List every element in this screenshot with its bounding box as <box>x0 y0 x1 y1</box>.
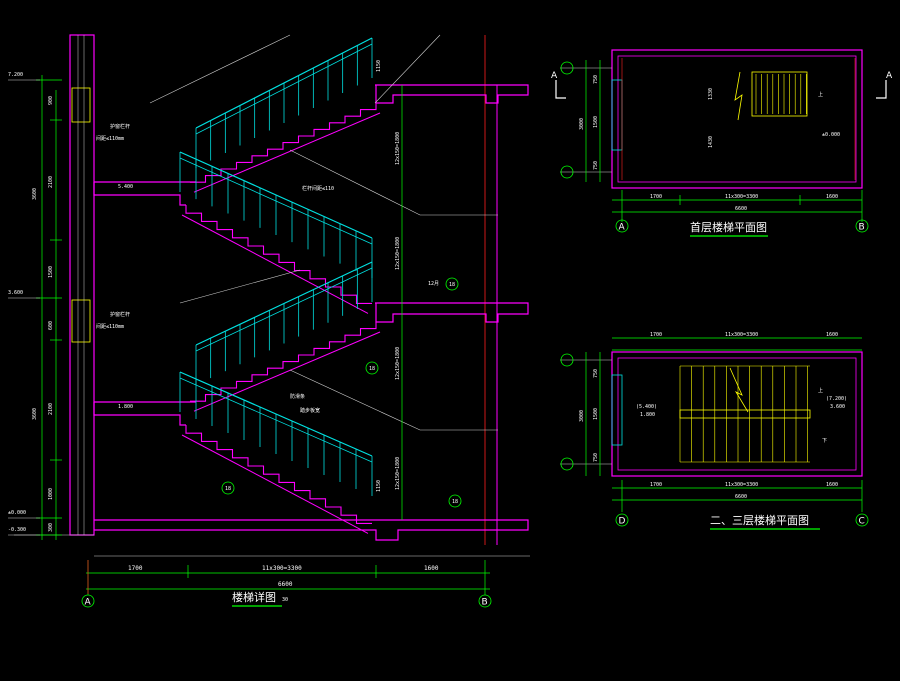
up-dim-bottom-total: 6600 <box>735 494 747 500</box>
gp-axis-b-bubble <box>855 219 869 233</box>
up-dim-bottom-1600: 1600 <box>826 482 838 488</box>
note-guard-rail-2: 护窗栏杆 <box>110 311 130 318</box>
gp-inner-dim-1330: 1330 <box>708 88 714 100</box>
note-spacing-1: 间距≤110mm <box>96 135 124 142</box>
flight-dim-2: 12x150=1800 <box>395 237 401 270</box>
note-tread: 踏步板宽 <box>300 407 320 414</box>
note-anti-slip: 防滑条 <box>290 393 305 400</box>
upper-plan-title: 二、三层楼梯平面图 <box>710 513 809 527</box>
up-dim-top-1600: 1600 <box>826 332 838 338</box>
level-minus-0300: -0.300 <box>8 527 26 533</box>
axis-b-label: B <box>482 598 488 608</box>
up-axis-c-label: C <box>859 517 865 527</box>
note-label-a: 12月 <box>428 281 439 287</box>
bubble-4: 18 <box>452 499 458 505</box>
ground-plan-title: 首层楼梯平面图 <box>690 220 767 234</box>
up-down-label: 下 <box>822 438 827 444</box>
section-title: 楼梯详图 <box>232 590 276 604</box>
bubble-2: 18 <box>369 366 375 372</box>
note-1150-a: 1150 <box>376 60 382 72</box>
up-level-right-b: 3.600 <box>830 404 845 410</box>
left-dim-600: 600 <box>48 321 54 330</box>
gp-cut-right: A <box>886 71 893 81</box>
up-dim-bottom-3300: 11x300=3300 <box>725 482 758 488</box>
note-1150-b: 1150 <box>376 480 382 492</box>
bottom-dim-1600: 1600 <box>424 565 439 572</box>
gp-dim-left-1500: 1500 <box>593 116 599 128</box>
gp-dim-bottom-total: 6600 <box>735 206 747 212</box>
stair-section-view: 7.200 3.600 ±0.000 -0.300 3600 3600 900 … <box>8 34 530 608</box>
landing-level-5400: 5.400 <box>118 184 133 190</box>
flight-dim-4: 12x150=1800 <box>395 457 401 490</box>
gp-axis-b-label: B <box>859 223 865 233</box>
up-axis-d-bubble <box>615 513 629 527</box>
up-up-label: 上 <box>818 387 823 394</box>
up-dim-left-1500: 1500 <box>593 408 599 420</box>
gp-up-label: 上 <box>818 91 823 98</box>
bottom-dim-6600: 6600 <box>278 581 293 588</box>
up-dim-left-750b: 750 <box>593 453 599 462</box>
detail-bubbles: 18 18 18 18 <box>221 277 462 508</box>
up-level-left-a: (5.400) <box>636 404 657 410</box>
up-dim-left-3000: 3000 <box>579 410 585 422</box>
up-dim-top-3300: 11x300=3300 <box>725 332 758 338</box>
up-level-right-a: (7.200) <box>826 396 847 402</box>
leader-lines <box>149 34 498 431</box>
axis-a-label: A <box>85 598 92 608</box>
level-0000: ±0.000 <box>8 510 26 516</box>
up-dim-bottom-1700: 1700 <box>650 482 662 488</box>
axis-b-bubble <box>478 594 492 608</box>
ground-plan-treads <box>755 74 807 114</box>
left-dim-1000: 1000 <box>48 488 54 500</box>
gp-dim-bottom-3300: 11x300=3300 <box>725 194 758 200</box>
left-wall <box>69 34 95 536</box>
gp-axis-a-bubble <box>615 219 629 233</box>
upper-floor-plan: 1700 11x300=3300 1600 上 下 (5.400) 1.800 … <box>560 332 869 530</box>
up-dim-top-1700: 1700 <box>650 332 662 338</box>
left-dim-3600-lower: 3600 <box>32 408 38 420</box>
ground-floor-plan: 1700 11x300=3300 1600 6600 3000 750 1500… <box>551 49 893 237</box>
left-dim-1500: 1500 <box>48 266 54 278</box>
gp-inner-dim-1430: 1430 <box>708 136 714 148</box>
level-7200: 7.200 <box>8 72 23 78</box>
flight-dim-1: 12x150=1800 <box>395 132 401 165</box>
note-guard-rail-1: 护窗栏杆 <box>110 123 130 130</box>
note-spacing-2: 间距≤110mm <box>96 323 124 330</box>
gp-cut-left: A <box>551 71 558 81</box>
floor-slabs <box>14 84 530 557</box>
bottom-dim-1700: 1700 <box>128 565 143 572</box>
gp-dim-left-750b: 750 <box>593 161 599 170</box>
stair-landings <box>93 181 196 426</box>
gp-dim-bottom-1700: 1700 <box>650 194 662 200</box>
up-level-left-b: 1.800 <box>640 412 655 418</box>
gp-dim-left-3000: 3000 <box>579 118 585 130</box>
up-dim-left-750a: 750 <box>593 369 599 378</box>
up-axis-d-label: D <box>619 517 626 527</box>
gp-dim-left-750a: 750 <box>593 75 599 84</box>
bubble-3: 18 <box>225 486 231 492</box>
bubble-1: 18 <box>449 282 455 288</box>
left-dim-3600-upper: 3600 <box>32 188 38 200</box>
stair-railings <box>179 37 373 496</box>
landing-level-1800: 1.800 <box>118 404 133 410</box>
up-axis-c-bubble <box>855 513 869 527</box>
axis-a-bubble <box>81 594 95 608</box>
flight-dim-3: 12x150=1800 <box>395 347 401 380</box>
note-rail-spacing: 栏杆间距≤110 <box>302 185 334 192</box>
left-dim-2100-b: 2100 <box>48 403 54 415</box>
left-dimension-chain <box>8 75 62 540</box>
bottom-dim-3300: 11x300=3300 <box>262 565 302 572</box>
left-dim-2100-a: 2100 <box>48 176 54 188</box>
left-dim-900-a: 900 <box>48 96 54 105</box>
gp-level: ±0.000 <box>822 132 840 138</box>
level-3600: 3.600 <box>8 290 23 296</box>
gp-dim-bottom-1600: 1600 <box>826 194 838 200</box>
left-dim-300: 300 <box>48 523 54 532</box>
upper-plan-treads <box>679 365 810 463</box>
section-title-suffix: 30 <box>282 597 288 603</box>
gp-axis-a-label: A <box>619 223 626 233</box>
